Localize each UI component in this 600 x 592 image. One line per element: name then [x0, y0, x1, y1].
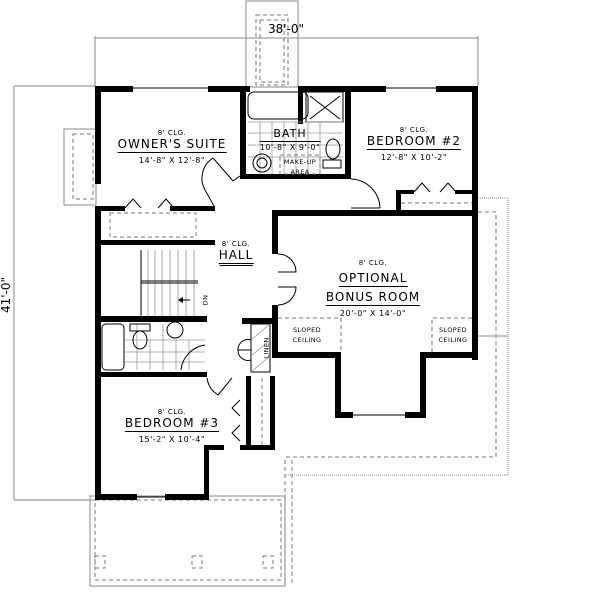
bonus-name-line1: OPTIONAL	[338, 271, 408, 287]
sloped-ceiling-left-label: SLOPED CEILING	[293, 325, 322, 345]
walls	[95, 86, 478, 500]
left-bay-window	[63, 128, 97, 206]
makeup-line1: MAKE-UP	[283, 158, 317, 166]
stair-down-label: DN	[201, 294, 210, 306]
hall-name: HALL	[218, 248, 254, 264]
sloped-right-line2: CEILING	[438, 336, 468, 344]
linen-label: LINEN	[262, 337, 271, 359]
bottom-porch	[89, 460, 293, 587]
sloped-right-line1: SLOPED	[438, 326, 468, 334]
bonus-size: 20'-0" X 14'-0"	[339, 309, 407, 318]
bath-name: BATH	[259, 127, 321, 142]
owners-suite-ceiling: 8' CLG.	[157, 129, 187, 137]
owners-suite-label: 8' CLG. OWNER'S SUITE 14'-8" X 12'-8"	[117, 129, 227, 165]
right-roof-outline	[285, 197, 509, 476]
bedroom2-label: 8' CLG. BEDROOM #2 12'-8" X 10'-2"	[366, 126, 462, 162]
owners-suite-name: OWNER'S SUITE	[117, 137, 227, 153]
overall-depth-label: 41'-0"	[0, 276, 14, 314]
bedroom3-label: 8' CLG. BEDROOM #3 15'-2" X 10'-4"	[124, 408, 220, 444]
bedroom2-ceiling: 8' CLG.	[399, 126, 429, 134]
bedroom3-name: BEDROOM #3	[124, 416, 220, 432]
bedroom2-name: BEDROOM #2	[366, 134, 462, 150]
bedroom3-ceiling: 8' CLG.	[157, 408, 187, 416]
bonus-name-line2: BONUS ROOM	[325, 290, 421, 306]
sloped-ceiling-right-label: SLOPED CEILING	[439, 325, 468, 345]
bath-fixtures	[247, 91, 344, 175]
bedroom3-size: 15'-2" X 10'-4"	[138, 435, 206, 444]
stairs	[140, 250, 198, 316]
hall-ceiling: 8' CLG.	[221, 240, 251, 248]
makeup-area-label: MAKE-UP AREA	[284, 157, 316, 177]
bath-size: 10'-8" X 9'-0"	[259, 143, 321, 152]
bath-label: BATH 10'-8" X 9'-0"	[259, 127, 321, 152]
sloped-left-line2: CEILING	[292, 336, 322, 344]
sloped-left-line1: SLOPED	[292, 326, 322, 334]
overall-width-label: 38'-0"	[268, 22, 305, 36]
bonus-ceiling: 8' CLG.	[358, 259, 388, 267]
bedroom2-size: 12'-8" X 10'-2"	[380, 153, 448, 162]
second-bath-fixtures	[101, 321, 206, 371]
bonus-room-label: 8' CLG. OPTIONAL BONUS ROOM 20'-0" X 14'…	[325, 259, 421, 318]
dimension-lines	[13, 36, 479, 501]
makeup-line2: AREA	[290, 168, 310, 176]
sloped-ceiling-areas	[278, 317, 472, 352]
owners-suite-size: 14'-8" X 12'-8"	[138, 156, 206, 165]
hall-label: 8' CLG. HALL	[218, 240, 254, 264]
doors	[109, 157, 472, 445]
top-balcony	[245, 0, 299, 88]
